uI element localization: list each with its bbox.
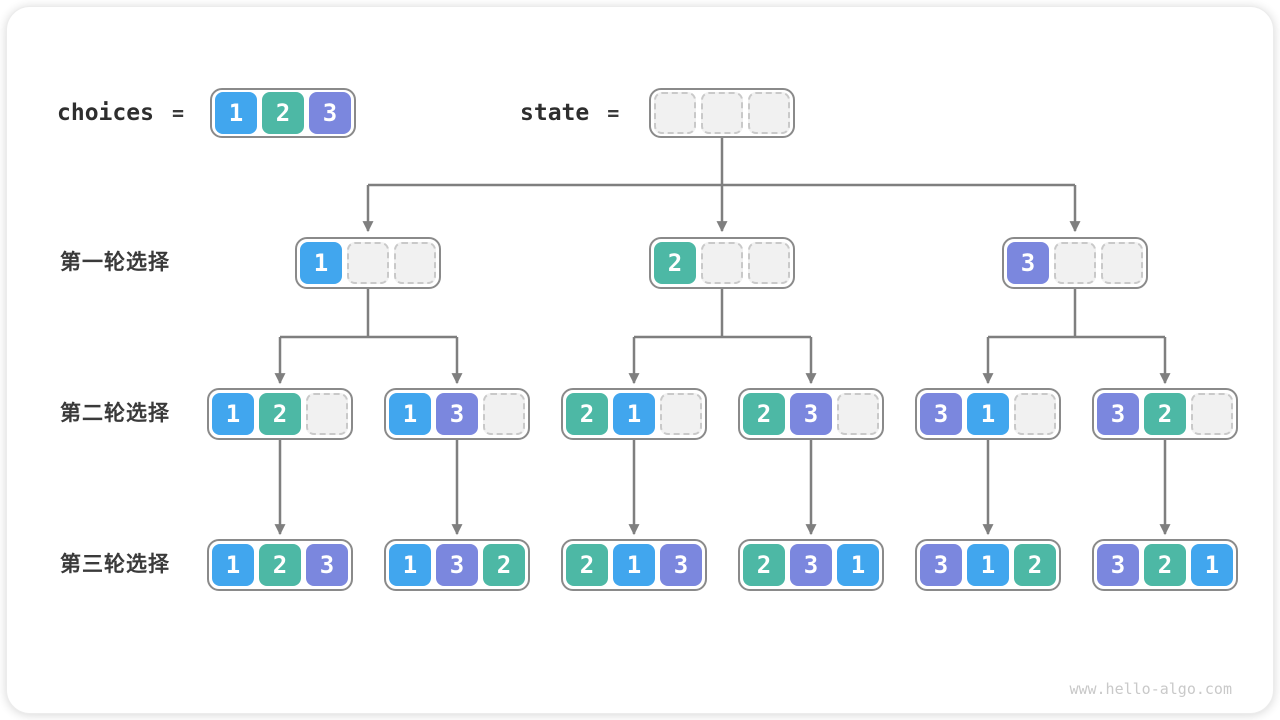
empty-cell [1054, 242, 1096, 284]
empty-cell [748, 92, 790, 134]
empty-cell [654, 92, 696, 134]
value-cell-3: 3 [660, 544, 702, 586]
empty-cell [306, 393, 348, 435]
value-cell-1: 1 [967, 544, 1009, 586]
state-box [649, 88, 795, 138]
watermark: www.hello-algo.com [1069, 680, 1232, 698]
row-label-round-1: 第一轮选择 [60, 251, 170, 274]
state-node-round1-2: 2 [649, 237, 795, 289]
choices-legend: choices = [57, 88, 184, 138]
state-node-round1-3: 3 [1002, 237, 1148, 289]
value-cell-3: 3 [306, 544, 348, 586]
value-cell-2: 2 [654, 242, 696, 284]
value-cell-2: 2 [259, 393, 301, 435]
empty-cell [701, 242, 743, 284]
empty-cell [660, 393, 702, 435]
value-cell-2: 2 [262, 92, 304, 134]
value-cell-1: 1 [212, 393, 254, 435]
value-cell-3: 3 [1097, 544, 1139, 586]
value-cell-1: 1 [389, 544, 431, 586]
value-cell-3: 3 [436, 544, 478, 586]
empty-cell [347, 242, 389, 284]
value-cell-2: 2 [259, 544, 301, 586]
value-cell-3: 3 [920, 393, 962, 435]
empty-cell [394, 242, 436, 284]
empty-cell [837, 393, 879, 435]
value-cell-3: 3 [436, 393, 478, 435]
choices-equals-sign: = [171, 101, 184, 125]
row-label-round-2: 第二轮选择 [60, 402, 170, 425]
value-cell-1: 1 [1191, 544, 1233, 586]
value-cell-3: 3 [790, 393, 832, 435]
value-cell-1: 1 [613, 393, 655, 435]
row-label-round-3: 第三轮选择 [60, 553, 170, 576]
value-cell-3: 3 [1007, 242, 1049, 284]
value-cell-2: 2 [566, 393, 608, 435]
value-cell-1: 1 [967, 393, 1009, 435]
value-cell-2: 2 [1144, 393, 1186, 435]
state-equals-sign: = [607, 101, 620, 125]
empty-cell [483, 393, 525, 435]
value-cell-3: 3 [790, 544, 832, 586]
empty-cell [701, 92, 743, 134]
state-label: state [520, 100, 590, 126]
value-cell-1: 1 [389, 393, 431, 435]
value-cell-2: 2 [566, 544, 608, 586]
empty-cell [1101, 242, 1143, 284]
value-cell-3: 3 [920, 544, 962, 586]
value-cell-2: 2 [1014, 544, 1056, 586]
value-cell-1: 1 [837, 544, 879, 586]
value-cell-2: 2 [743, 544, 785, 586]
value-cell-3: 3 [309, 92, 351, 134]
value-cell-2: 2 [483, 544, 525, 586]
value-cell-3: 3 [1097, 393, 1139, 435]
empty-cell [748, 242, 790, 284]
value-cell-2: 2 [1144, 544, 1186, 586]
empty-cell [1014, 393, 1056, 435]
value-cell-2: 2 [743, 393, 785, 435]
value-cell-1: 1 [613, 544, 655, 586]
state-legend: state = [520, 88, 619, 138]
choices-label: choices [57, 100, 154, 126]
value-cell-1: 1 [212, 544, 254, 586]
state-node-round1-1: 1 [295, 237, 441, 289]
value-cell-1: 1 [300, 242, 342, 284]
empty-cell [1191, 393, 1233, 435]
value-cell-1: 1 [215, 92, 257, 134]
